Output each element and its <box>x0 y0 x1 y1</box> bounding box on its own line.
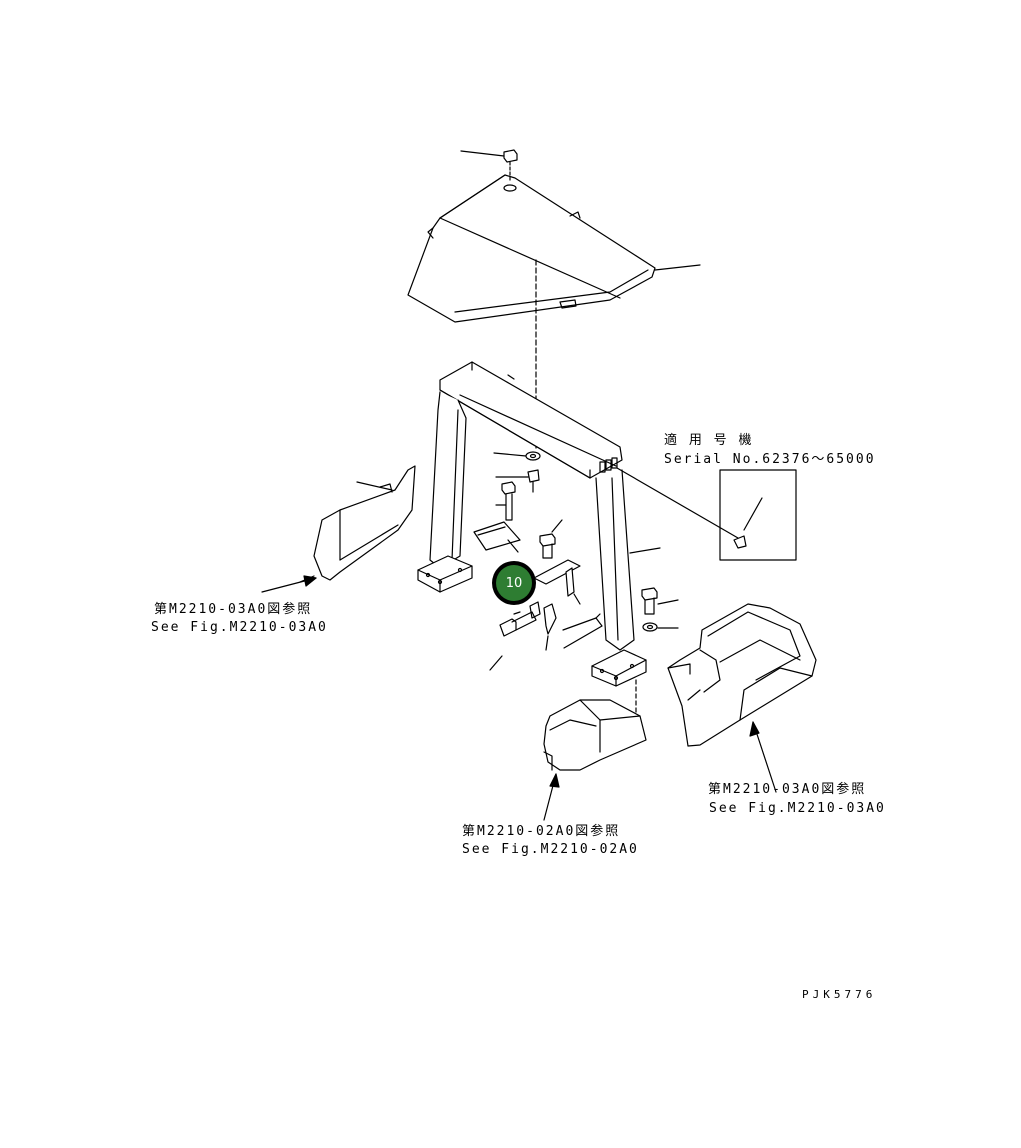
serial-inset <box>616 467 797 561</box>
ref-bottom-jp: 第M2210-02A0図参照 <box>462 824 621 839</box>
rops-frame <box>417 361 647 687</box>
serial-label-jp: 適 用 号 機 <box>664 433 754 448</box>
drawing-code: PJK5776 <box>802 988 877 1001</box>
right-floor <box>667 603 817 747</box>
ref-right-jp: 第M2210-03A0図参照 <box>708 782 867 797</box>
serial-label-en: Serial No.62376～65000 <box>664 452 876 467</box>
ref-left-en: See Fig.M2210-03A0 <box>151 620 328 635</box>
roof-leader <box>654 264 701 271</box>
ref-right-en: See Fig.M2210-03A0 <box>709 801 886 816</box>
frame-leader <box>629 547 661 554</box>
hardware-set <box>473 451 679 671</box>
bottom-ref-arrowhead <box>549 773 560 788</box>
right-ref-arrowhead <box>749 721 760 737</box>
left-ref-arrowhead <box>303 575 317 587</box>
ref-left-jp: 第M2210-03A0図参照 <box>154 602 313 617</box>
callout-number: 10 <box>496 565 532 601</box>
roof-bolt <box>460 149 518 192</box>
ref-bottom-en: See Fig.M2210-02A0 <box>462 842 639 857</box>
bottom-bracket <box>543 679 647 771</box>
left-fender <box>299 465 416 583</box>
callout-badge-10[interactable]: 10 <box>492 561 536 605</box>
